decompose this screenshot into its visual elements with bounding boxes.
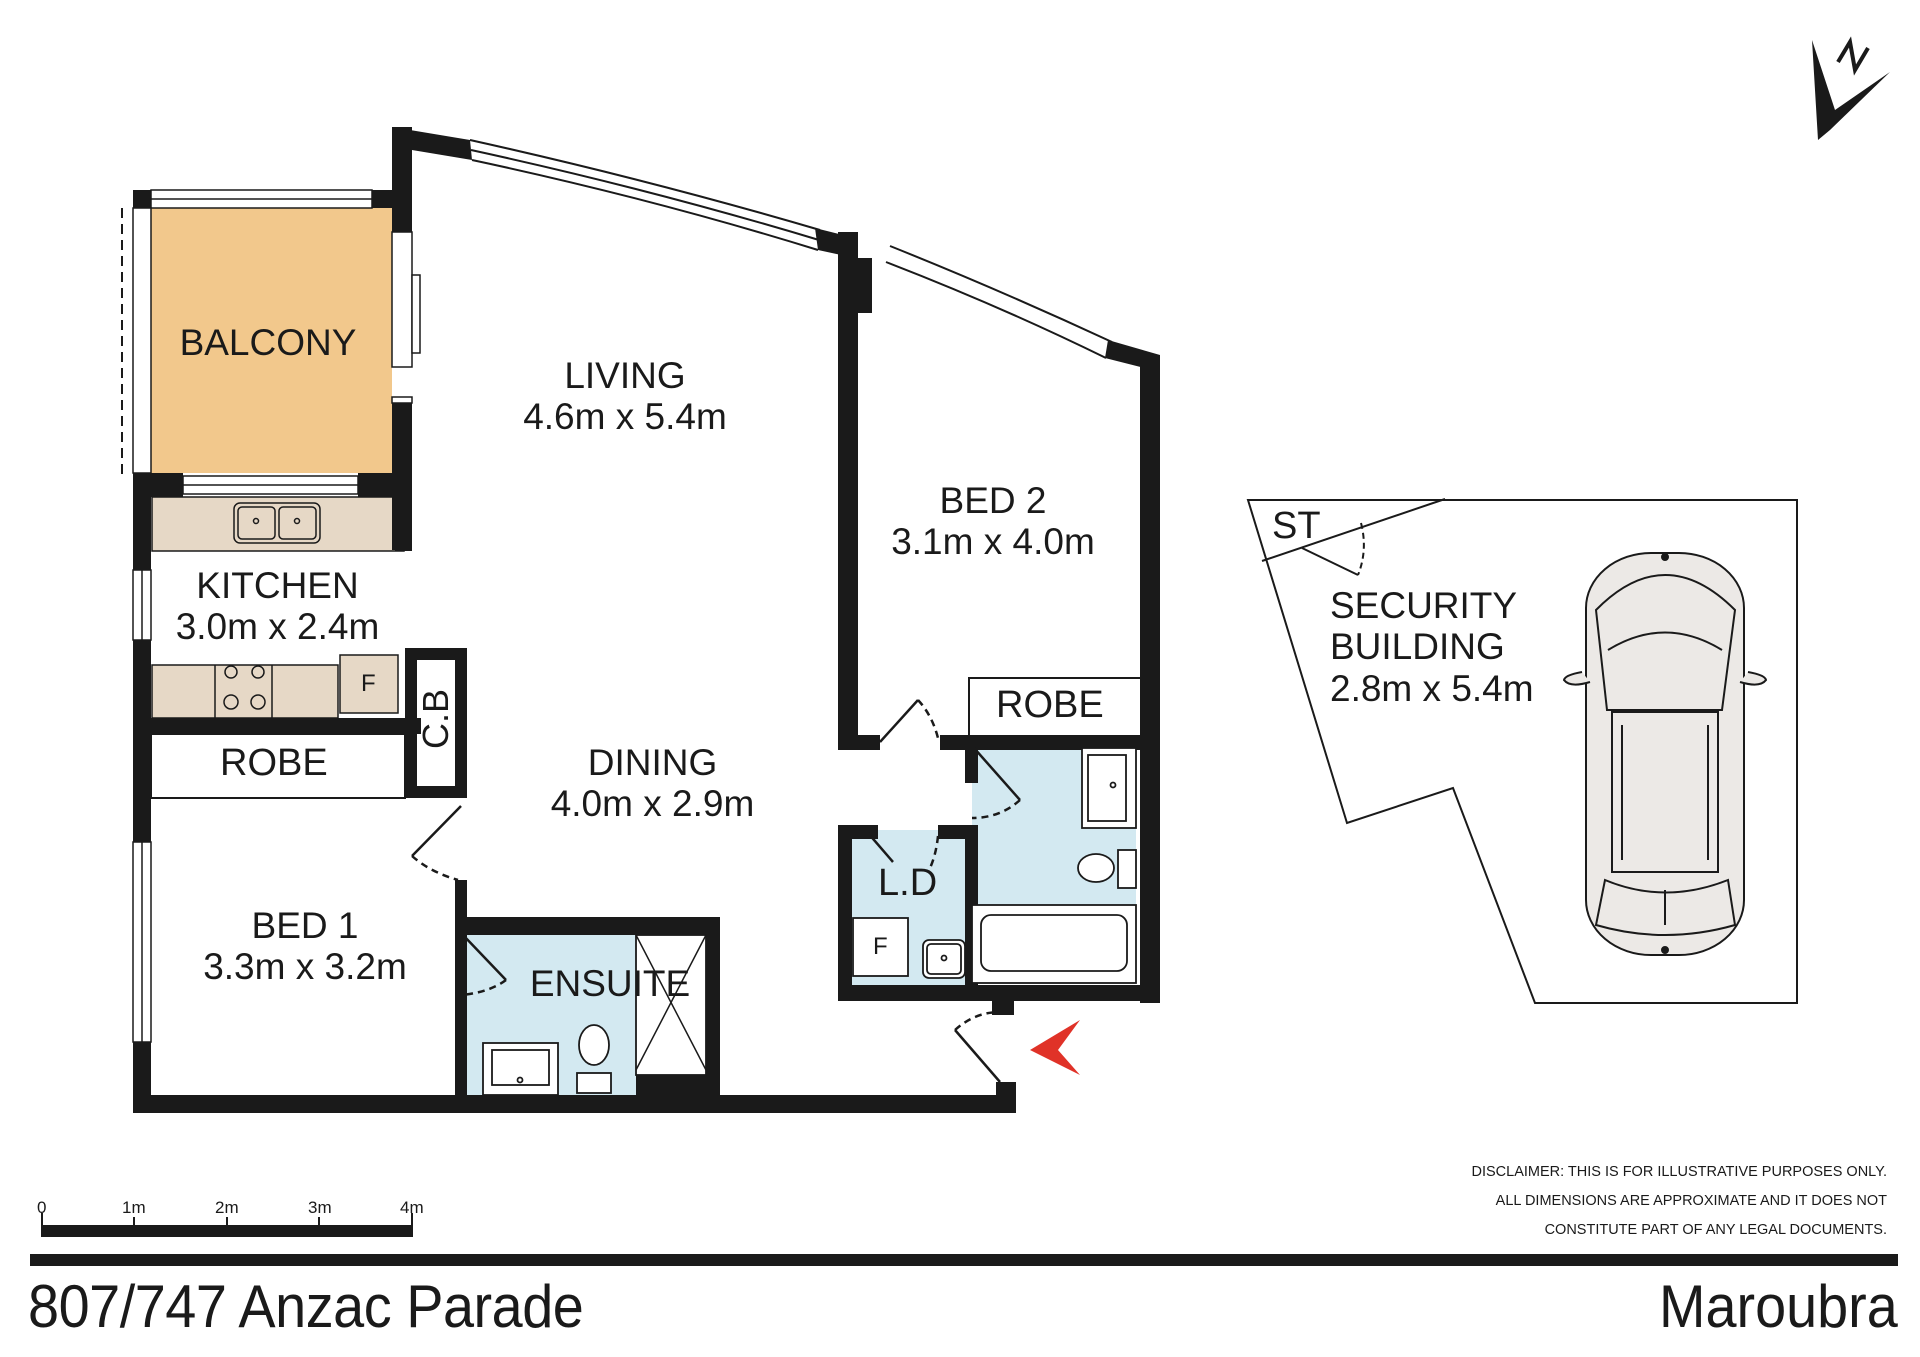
laundry-label: L.D	[878, 862, 938, 904]
room-dims: 2.8m x 5.4m	[1330, 667, 1534, 709]
shower-icon	[635, 934, 707, 1071]
scale-tick-4: 4m	[400, 1198, 424, 1217]
disclaimer-line: CONSTITUTE PART OF ANY LEGAL DOCUMENTS.	[1544, 1222, 1887, 1238]
room-label-ensuite: ENSUITE	[520, 963, 700, 1004]
room-name: ENSUITE	[529, 963, 691, 1004]
bathroom-fixtures	[482, 747, 1137, 1096]
room-dims: 3.3m x 3.2m	[203, 946, 407, 988]
kitchen-counter-top	[151, 496, 405, 552]
fridge-laundry	[852, 917, 909, 977]
room-label-living: LIVING 4.6m x 5.4m	[510, 355, 740, 438]
room-label-security: SECURITY BUILDING 2.8m x 5.4m	[1330, 585, 1534, 709]
north-compass-icon	[1812, 36, 1890, 140]
room-name: BED 1	[251, 905, 359, 946]
cooktop-icon	[223, 665, 266, 710]
bed2-window	[885, 245, 1113, 359]
kitchen-counter-bottom	[151, 664, 339, 719]
footer-divider	[30, 1254, 1898, 1266]
property-address: 807/747 Anzac Parade	[28, 1273, 584, 1340]
security-building	[1246, 498, 1798, 1004]
cb-label: C.B	[415, 688, 456, 749]
room-dims: 4.0m x 2.9m	[550, 783, 755, 825]
windows	[132, 189, 421, 1043]
room-name: BALCONY	[179, 322, 357, 363]
robe-bed1	[150, 733, 406, 799]
double-sink-icon	[233, 502, 321, 544]
car-icon	[1562, 552, 1768, 956]
room-name: BED 2	[939, 480, 1047, 521]
storage-label: ST	[1272, 505, 1321, 547]
room-label-balcony: BALCONY	[168, 322, 368, 363]
scale-tick-1: 1m	[122, 1198, 146, 1217]
room-label-dining: DINING 4.0m x 2.9m	[535, 742, 770, 825]
scale-bar	[41, 1213, 413, 1237]
room-label-bed1: BED 1 3.3m x 3.2m	[185, 905, 425, 988]
room-dims: 3.1m x 4.0m	[891, 521, 1095, 563]
living-window	[469, 139, 821, 251]
room-label-kitchen: KITCHEN 3.0m x 2.4m	[160, 565, 395, 648]
fridge-kitchen-label: F	[361, 670, 376, 697]
room-dims: 4.6m x 5.4m	[523, 396, 727, 438]
room-name: LIVING	[564, 355, 686, 396]
room-name: DINING	[587, 742, 718, 783]
disclaimer-line: DISCLAIMER: THIS IS FOR ILLUSTRATIVE PUR…	[1471, 1164, 1887, 1180]
disclaimer-line: ALL DIMENSIONS ARE APPROXIMATE AND IT DO…	[1495, 1193, 1887, 1209]
robe-bed2-label: ROBE	[996, 684, 1104, 726]
room-dims: 3.0m x 2.4m	[175, 606, 380, 648]
room-label-bed2: BED 2 3.1m x 4.0m	[878, 480, 1108, 563]
room-name-line1: SECURITY	[1330, 585, 1518, 626]
entry-arrow-icon	[1030, 1020, 1080, 1075]
doors	[411, 699, 1021, 1083]
disclaimer: DISCLAIMER: THIS IS FOR ILLUSTRATIVE PUR…	[1471, 1158, 1887, 1245]
robe-bed1-label: ROBE	[220, 742, 328, 784]
scale-tick-0: 0	[37, 1198, 47, 1217]
fridge-kitchen	[339, 654, 399, 714]
fridge-laundry-label: F	[873, 933, 888, 960]
room-name-line2: BUILDING	[1330, 626, 1505, 668]
scale-tick-3: 3m	[308, 1198, 332, 1217]
property-suburb: Maroubra	[1659, 1273, 1898, 1340]
room-name: KITCHEN	[196, 565, 359, 606]
scale-tick-2: 2m	[215, 1198, 239, 1217]
balcony-area	[150, 208, 392, 473]
